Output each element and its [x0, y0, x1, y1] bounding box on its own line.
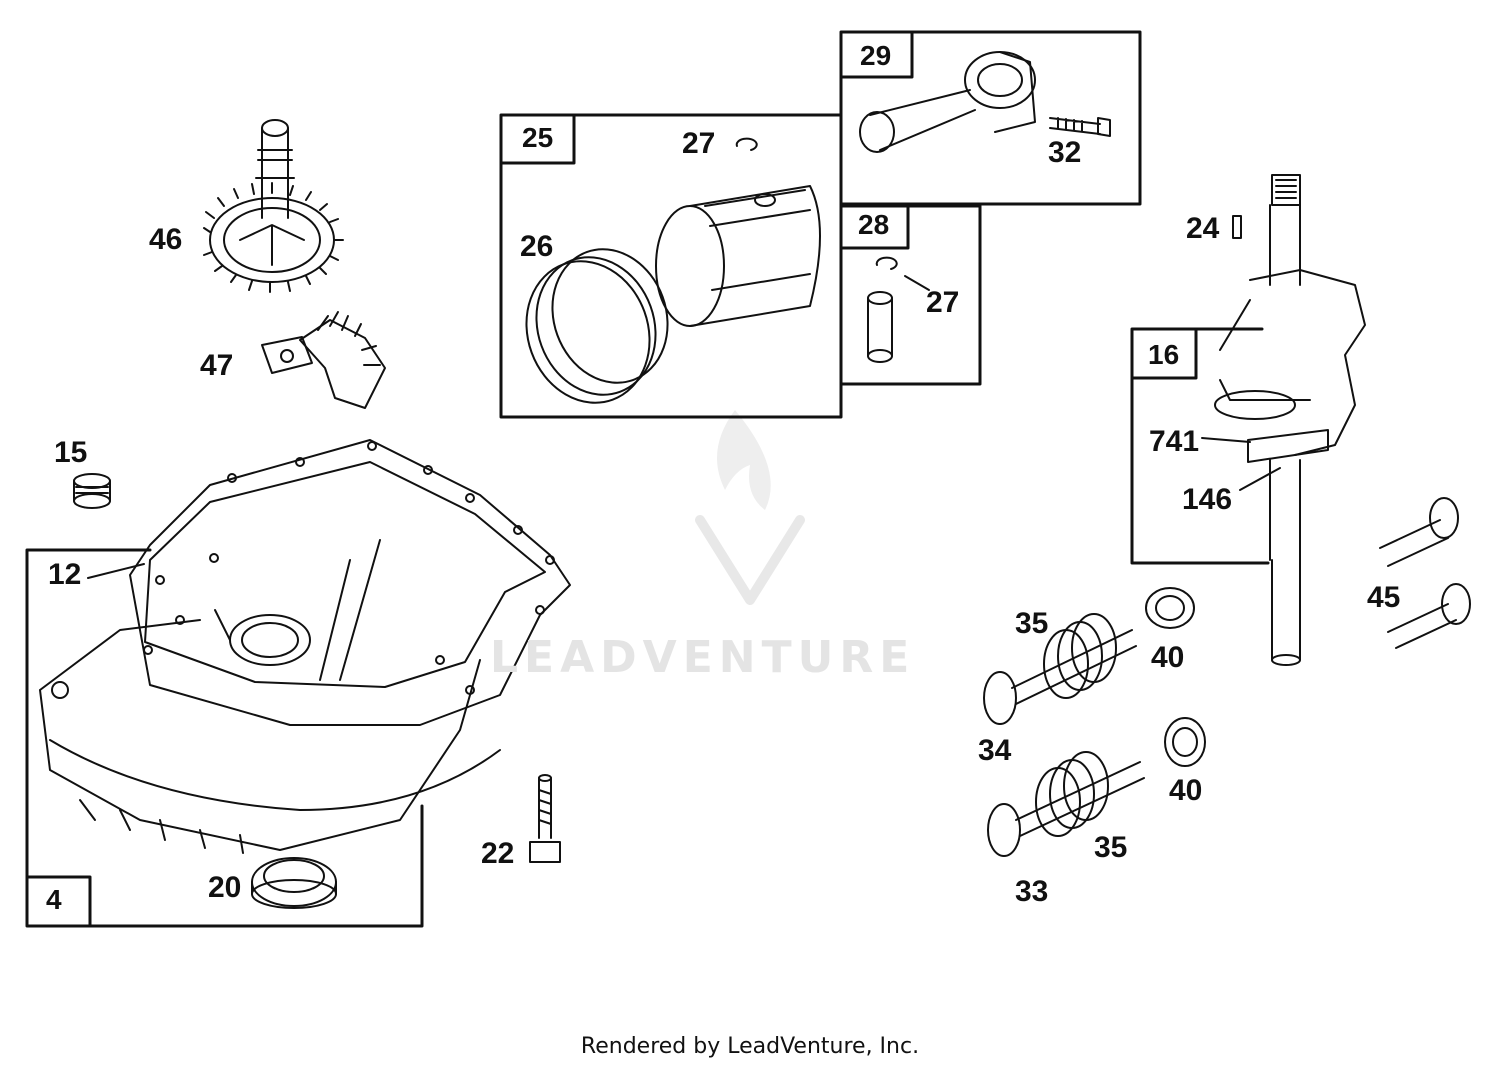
leader-27b	[904, 275, 930, 291]
kit-box-25-outline	[499, 113, 843, 419]
kit-box-25-tab	[499, 113, 576, 165]
part-label-33: 33	[1015, 875, 1049, 908]
exhaust-valve-part	[987, 751, 1145, 857]
kit-box-number-29: 29	[860, 40, 892, 71]
valve-tappet-part	[1379, 497, 1471, 649]
crankshaft-part	[1214, 174, 1366, 666]
leader-741	[1201, 437, 1251, 443]
part-label-35-upper: 35	[1015, 607, 1049, 640]
kit-box-28-tab	[839, 204, 910, 250]
part-label-34: 34	[978, 734, 1012, 767]
connecting-rod-part	[859, 51, 1036, 153]
rod-bolt-part	[1049, 117, 1111, 137]
part-label-40-lower: 40	[1169, 774, 1203, 807]
part-label-15: 15	[54, 436, 88, 469]
part-label-40-upper: 40	[1151, 641, 1185, 674]
key-part	[1232, 215, 1242, 239]
part-label-45: 45	[1367, 581, 1401, 614]
leader-12	[87, 563, 145, 579]
piston-rings-part	[525, 248, 669, 404]
part-label-741: 741	[1149, 425, 1200, 458]
oil-seal-part	[251, 857, 337, 909]
valve-retainer-part	[1145, 587, 1206, 767]
governor-part	[261, 311, 386, 409]
piston-pin-part	[867, 256, 898, 363]
bolt-part	[529, 774, 561, 863]
part-label-47: 47	[200, 349, 234, 382]
part-label-22: 22	[481, 837, 515, 870]
intake-valve-part	[983, 613, 1137, 725]
kit-box-29-outline	[839, 30, 1142, 206]
part-label-27-pin: 27	[926, 286, 960, 319]
part-label-12: 12	[48, 558, 82, 591]
part-label-20: 20	[208, 871, 242, 904]
watermark-logo	[695, 410, 805, 605]
part-label-46: 46	[149, 223, 183, 256]
kit-box-number-25: 25	[522, 122, 554, 153]
kit-box-number-4: 4	[46, 884, 62, 915]
footer-credit: Rendered by LeadVenture, Inc.	[580, 1034, 920, 1059]
part-label-27-piston: 27	[682, 127, 716, 160]
kit-box-number-28: 28	[858, 209, 890, 240]
part-label-24: 24	[1186, 212, 1220, 245]
piston-part	[655, 185, 821, 327]
kit-box-29-tab	[839, 30, 914, 79]
kit-box-4-outline	[25, 548, 424, 928]
watermark-text: LEADVENTURE	[490, 632, 916, 683]
camshaft-gear-part	[203, 119, 344, 293]
part-label-32: 32	[1048, 136, 1082, 169]
part-label-146: 146	[1182, 483, 1233, 516]
sump-cover-part	[39, 439, 571, 854]
leader-146	[1239, 467, 1281, 491]
plug-part	[73, 473, 111, 509]
piston-pin-clip-part	[735, 137, 758, 151]
kit-box-16-tab	[1130, 327, 1198, 380]
kit-box-28-outline	[839, 204, 982, 386]
part-label-35-lower: 35	[1094, 831, 1128, 864]
kit-box-number-16: 16	[1148, 339, 1180, 370]
part-label-26: 26	[520, 230, 554, 263]
kit-box-4-tab	[25, 875, 92, 928]
